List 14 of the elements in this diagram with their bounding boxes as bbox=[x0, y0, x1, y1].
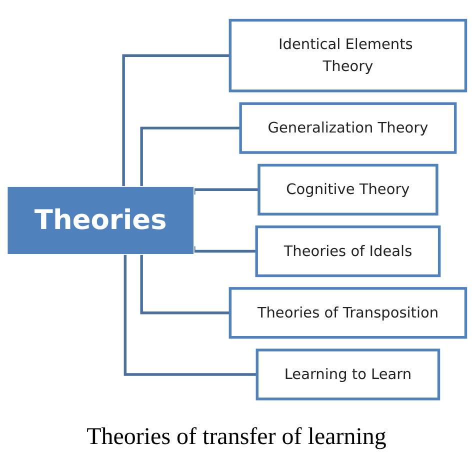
connector bbox=[140, 254, 230, 315]
connector bbox=[192, 188, 259, 196]
node-box: Theories of Transposition bbox=[228, 287, 468, 340]
caption: Theories of transfer of learning bbox=[86, 424, 388, 451]
node-box: Generalization Theory bbox=[239, 102, 457, 154]
connector bbox=[140, 127, 241, 187]
node-box: Identical Elements Theory bbox=[228, 19, 468, 93]
node-box: Theories bbox=[6, 186, 194, 256]
connector bbox=[192, 246, 257, 254]
node-box: Learning to Learn bbox=[256, 349, 440, 401]
connector bbox=[124, 254, 258, 376]
node-box: Theories of Ideals bbox=[255, 226, 441, 278]
node-box: Cognitive Theory bbox=[258, 164, 438, 216]
connector bbox=[122, 54, 230, 187]
